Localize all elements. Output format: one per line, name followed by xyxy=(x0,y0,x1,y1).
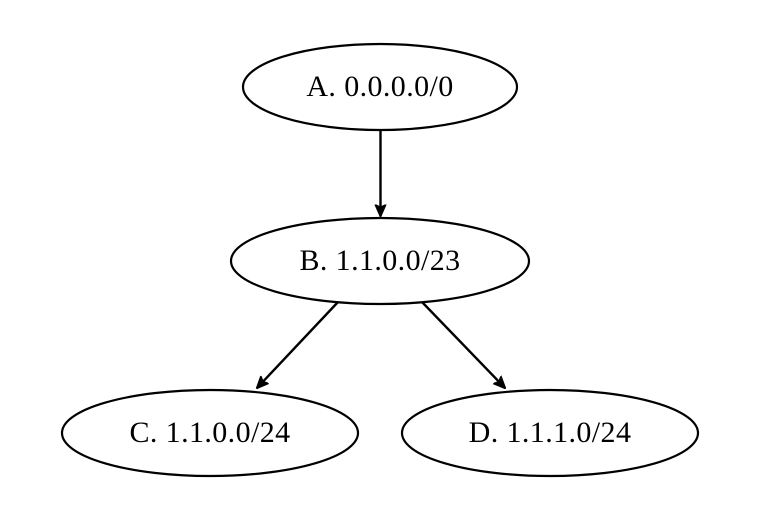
node-d[interactable]: D. 1.1.1.0/24 xyxy=(400,388,700,478)
node-b[interactable]: B. 1.1.0.0/23 xyxy=(229,216,531,306)
node-a[interactable]: A. 0.0.0.0/0 xyxy=(241,42,519,132)
edge-b-to-c-line xyxy=(257,301,339,388)
node-c[interactable]: C. 1.1.0.0/24 xyxy=(60,388,360,478)
node-d-ellipse[interactable] xyxy=(400,388,700,478)
node-c-label: C. 1.1.0.0/24 xyxy=(129,416,290,449)
edge-b-to-d xyxy=(421,301,505,388)
node-a-label: A. 0.0.0.0/0 xyxy=(306,70,453,103)
node-d-label: D. 1.1.1.0/24 xyxy=(469,416,632,449)
edge-b-to-d-line xyxy=(421,301,505,388)
node-b-ellipse[interactable] xyxy=(229,216,531,306)
node-b-label: B. 1.1.0.0/23 xyxy=(299,244,460,277)
edge-b-to-c xyxy=(257,301,339,388)
node-a-ellipse[interactable] xyxy=(241,42,519,132)
node-c-ellipse[interactable] xyxy=(60,388,360,478)
